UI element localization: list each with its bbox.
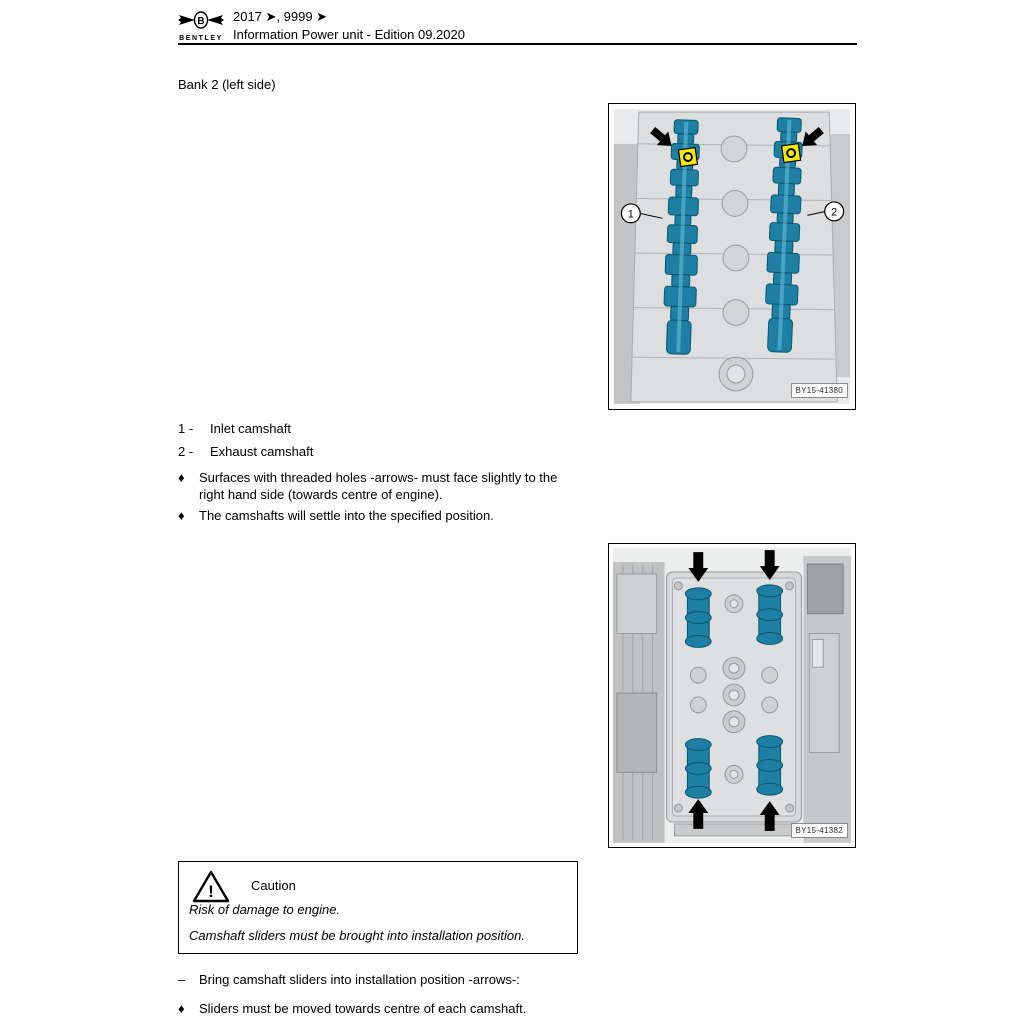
bullet-diamond-icon: ♦ xyxy=(178,470,185,485)
legend-item-2: 2 - Exhaust camshaft xyxy=(178,444,313,459)
caution-label: Caution xyxy=(251,878,296,893)
note-text: Surfaces with threaded holes -arrows- mu… xyxy=(199,470,558,502)
model-year-range: 2017 ➤, 9999 ➤ xyxy=(233,9,328,24)
legend-key: 2 - xyxy=(178,444,194,459)
caution-line-2: Camshaft sliders must be brought into in… xyxy=(189,928,526,943)
dash-marker: – xyxy=(178,972,186,987)
legend-item-1: 1 - Inlet camshaft xyxy=(178,421,291,436)
bullet-diamond-icon: ♦ xyxy=(178,508,185,523)
warning-exclamation: ! xyxy=(208,882,214,901)
callout-1-label: 1 xyxy=(628,208,634,220)
header-divider xyxy=(178,43,857,45)
note-item-2: ♦ The camshafts will settle into the spe… xyxy=(178,507,578,524)
legend-key: 1 - xyxy=(178,421,194,436)
bullet-diamond-icon: ♦ xyxy=(178,1001,185,1016)
callout-1-badge xyxy=(620,203,641,224)
logo-letter: B xyxy=(197,16,204,27)
threaded-hole-marker-left xyxy=(677,146,699,168)
figure2-illustration xyxy=(612,548,852,843)
bentley-logo: B BENTLEY xyxy=(176,11,226,42)
step-item-2: ♦ Sliders must be moved towards centre o… xyxy=(178,1000,638,1017)
figure1-reference: BY15-41380 xyxy=(790,383,848,398)
camshaft-slider-top-right xyxy=(756,584,784,645)
figure1-illustration: 1 2 xyxy=(613,109,851,404)
callout-2-label: 2 xyxy=(831,206,837,218)
document-title: Information Power unit - Edition 09.2020 xyxy=(233,27,465,42)
step-text: Sliders must be moved towards centre of … xyxy=(199,1001,527,1016)
step-text: Bring camshaft sliders into installation… xyxy=(199,972,520,987)
winged-b-icon: B xyxy=(178,11,224,29)
legend-text: Exhaust camshaft xyxy=(210,444,314,459)
callout-2-badge xyxy=(824,201,845,222)
camshaft-slider-bottom-left xyxy=(684,738,712,799)
caution-box: ! Caution Risk of damage to engine. Cams… xyxy=(178,861,578,954)
figure-camshaft-sliders: BY15-41382 xyxy=(608,543,856,848)
caution-line-1: Risk of damage to engine. xyxy=(189,902,341,917)
brand-name: BENTLEY xyxy=(179,35,223,42)
figure2-reference: BY15-41382 xyxy=(790,823,848,838)
camshaft-slider-bottom-right xyxy=(756,735,784,796)
header-text: 2017 ➤, 9999 ➤ Information Power unit - … xyxy=(233,8,465,44)
threaded-hole-marker-right xyxy=(780,142,802,164)
legend-text: Inlet camshaft xyxy=(210,421,291,436)
figure-camshafts: 1 2 BY15-41380 xyxy=(608,103,856,410)
note-item-1: ♦ Surfaces with threaded holes -arrows- … xyxy=(178,469,578,503)
warning-triangle-icon: ! xyxy=(192,870,230,908)
camshaft-slider-top-left xyxy=(684,587,712,648)
step-item-1: – Bring camshaft sliders into installati… xyxy=(178,971,638,988)
section-heading: Bank 2 (left side) xyxy=(178,77,276,92)
note-text: The camshafts will settle into the speci… xyxy=(199,508,494,523)
